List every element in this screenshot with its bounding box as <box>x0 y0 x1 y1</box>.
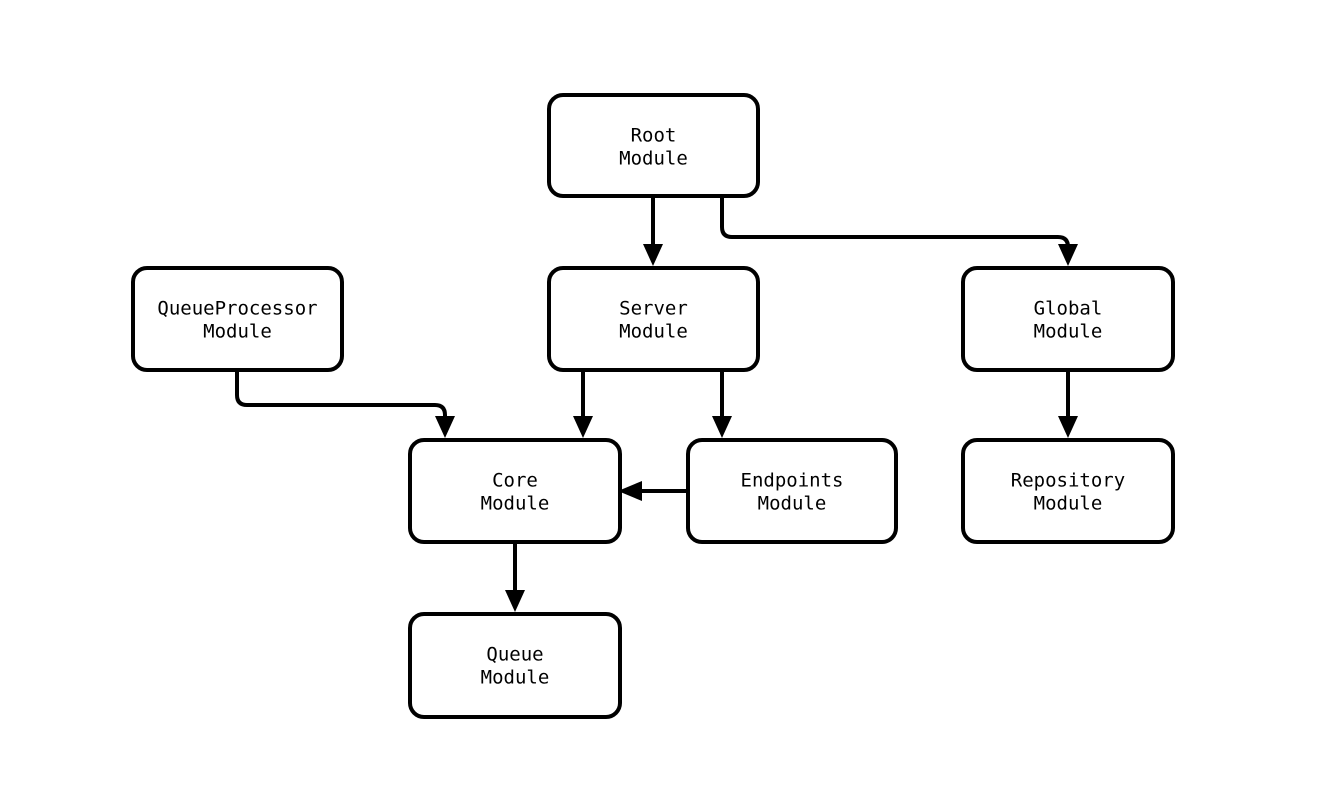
edge-queueprocessor-to-core-line <box>235 370 447 422</box>
node-root-module-box[interactable] <box>547 93 760 198</box>
node-endpoints-module-box[interactable] <box>686 438 898 544</box>
node-root-module-label-line1: Root <box>631 125 677 147</box>
edge-layer <box>235 196 1078 612</box>
node-repository-module-box[interactable] <box>961 438 1175 544</box>
edge-endpoints-to-core <box>618 481 688 501</box>
node-layer: Root Module QueueProcessor Module Server… <box>131 93 1175 719</box>
edge-global-to-repository <box>1058 370 1078 438</box>
edge-queueprocessor-to-core <box>235 370 455 438</box>
node-global-module-box[interactable] <box>961 266 1175 372</box>
node-server-module-label-line2: Module <box>619 321 688 343</box>
edge-core-to-queue-arrowhead <box>505 590 525 612</box>
node-repository-module-label-line2: Module <box>1034 493 1103 515</box>
node-server-module[interactable]: Server Module <box>547 266 760 372</box>
node-server-module-label-line1: Server <box>619 298 688 320</box>
node-queue-module-label-line2: Module <box>481 667 550 689</box>
edge-endpoints-to-core-arrowhead <box>618 481 642 501</box>
node-global-module-label-line2: Module <box>1034 321 1103 343</box>
node-queueprocessor-module-box[interactable] <box>131 266 344 372</box>
edge-server-to-endpoints <box>712 370 732 438</box>
node-endpoints-module-label-line2: Module <box>758 493 827 515</box>
edge-server-to-core-arrowhead <box>573 416 593 438</box>
node-repository-module-label-line1: Repository <box>1011 470 1125 492</box>
node-core-module-box[interactable] <box>408 438 622 544</box>
node-queue-module-box[interactable] <box>408 612 622 719</box>
edge-server-to-core <box>573 370 593 438</box>
node-endpoints-module-label-line1: Endpoints <box>741 470 844 492</box>
node-queueprocessor-module[interactable]: QueueProcessor Module <box>131 266 344 372</box>
node-root-module-label-line2: Module <box>619 148 688 170</box>
edge-root-to-global <box>720 196 1078 266</box>
node-global-module-label-line1: Global <box>1034 298 1103 320</box>
edge-root-to-server-arrowhead <box>643 244 663 266</box>
node-root-module[interactable]: Root Module <box>547 93 760 198</box>
node-core-module-label-line2: Module <box>481 493 550 515</box>
node-endpoints-module[interactable]: Endpoints Module <box>686 438 898 544</box>
edge-root-to-global-line <box>720 196 1070 250</box>
node-global-module[interactable]: Global Module <box>961 266 1175 372</box>
edge-server-to-endpoints-arrowhead <box>712 416 732 438</box>
node-core-module[interactable]: Core Module <box>408 438 622 544</box>
edge-queueprocessor-to-core-arrowhead <box>435 416 455 438</box>
node-core-module-label-line1: Core <box>492 470 538 492</box>
node-queue-module[interactable]: Queue Module <box>408 612 622 719</box>
node-server-module-box[interactable] <box>547 266 760 372</box>
edge-root-to-global-arrowhead <box>1058 244 1078 266</box>
edge-core-to-queue <box>505 542 525 612</box>
edge-root-to-server <box>643 196 663 266</box>
node-queue-module-label-line1: Queue <box>486 644 543 666</box>
node-queueprocessor-module-label-line2: Module <box>203 321 272 343</box>
edge-global-to-repository-arrowhead <box>1058 416 1078 438</box>
node-repository-module[interactable]: Repository Module <box>961 438 1175 544</box>
node-queueprocessor-module-label-line1: QueueProcessor <box>157 298 317 320</box>
